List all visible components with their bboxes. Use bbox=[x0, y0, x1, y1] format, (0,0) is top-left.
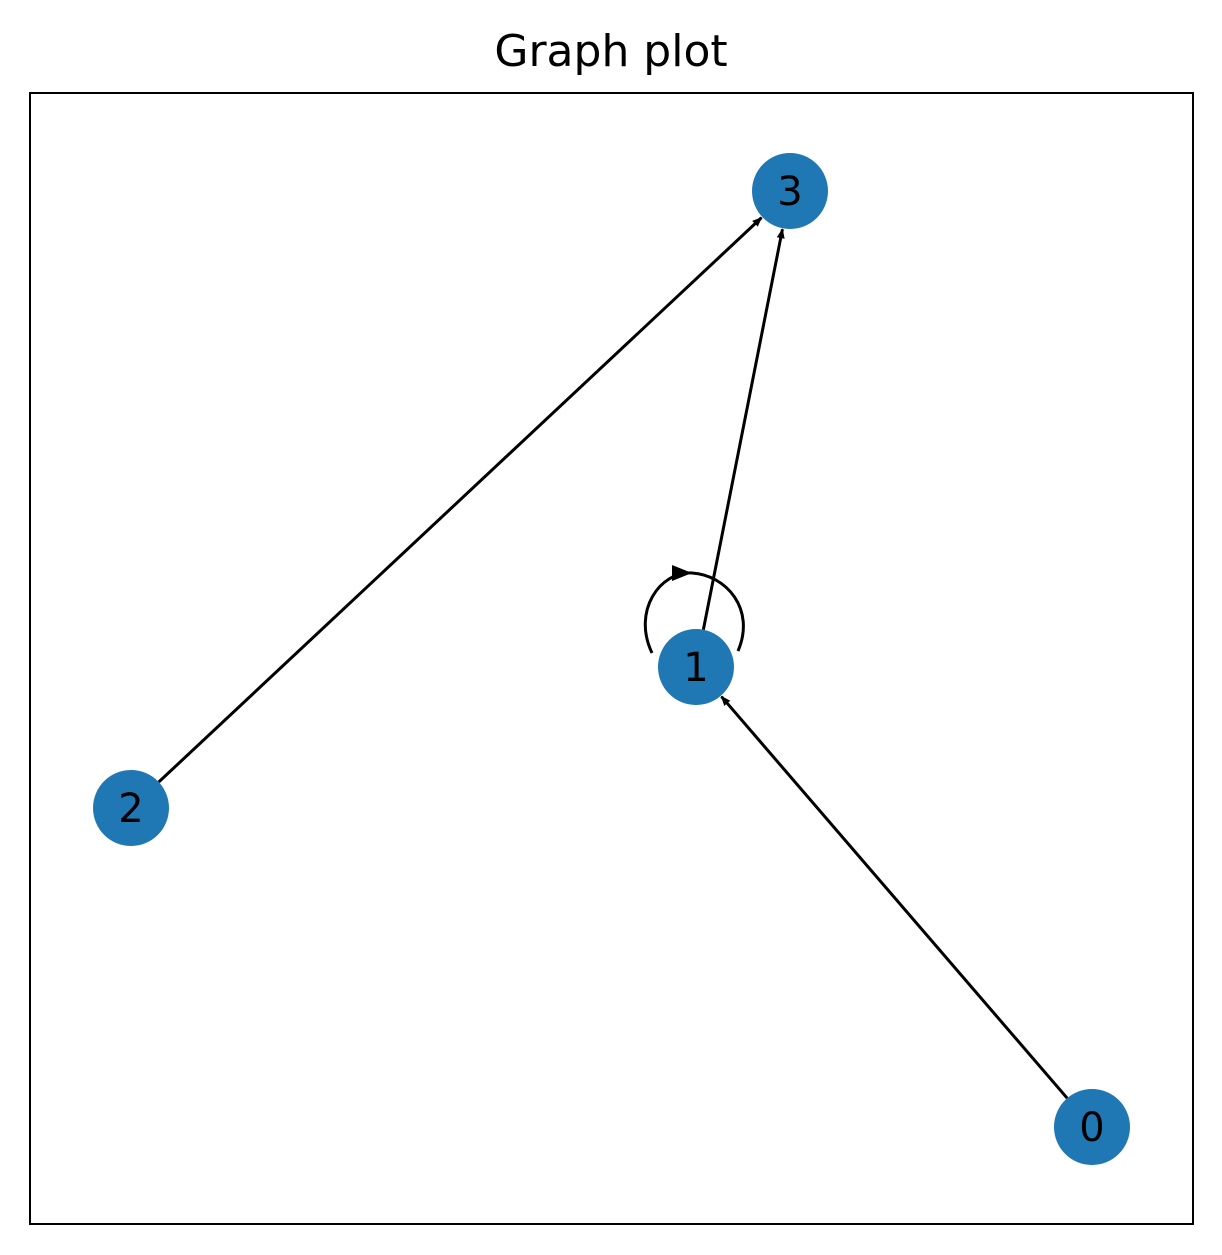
node-2-label: 2 bbox=[118, 786, 143, 832]
chart-title: Graph plot bbox=[494, 26, 728, 77]
nodes-layer: 0 1 2 3 bbox=[93, 153, 1130, 1165]
edge-1-3 bbox=[701, 228, 785, 631]
node-0-circle bbox=[1054, 1089, 1130, 1165]
node-1: 1 bbox=[658, 629, 734, 705]
node-3-label: 3 bbox=[777, 169, 802, 215]
node-3: 3 bbox=[752, 153, 828, 229]
edge-0-1 bbox=[720, 695, 1069, 1100]
node-1-label: 1 bbox=[683, 645, 708, 691]
node-0-label: 0 bbox=[1079, 1105, 1104, 1151]
node-1-circle bbox=[658, 629, 734, 705]
node-2-circle bbox=[93, 770, 169, 846]
edge-1-1-arrowhead bbox=[672, 565, 692, 581]
plot-frame bbox=[29, 92, 1194, 1225]
node-3-circle bbox=[752, 153, 828, 229]
node-2: 2 bbox=[93, 770, 169, 846]
edges-layer bbox=[157, 216, 1069, 1100]
node-0: 0 bbox=[1054, 1089, 1130, 1165]
edge-2-3 bbox=[157, 216, 763, 784]
